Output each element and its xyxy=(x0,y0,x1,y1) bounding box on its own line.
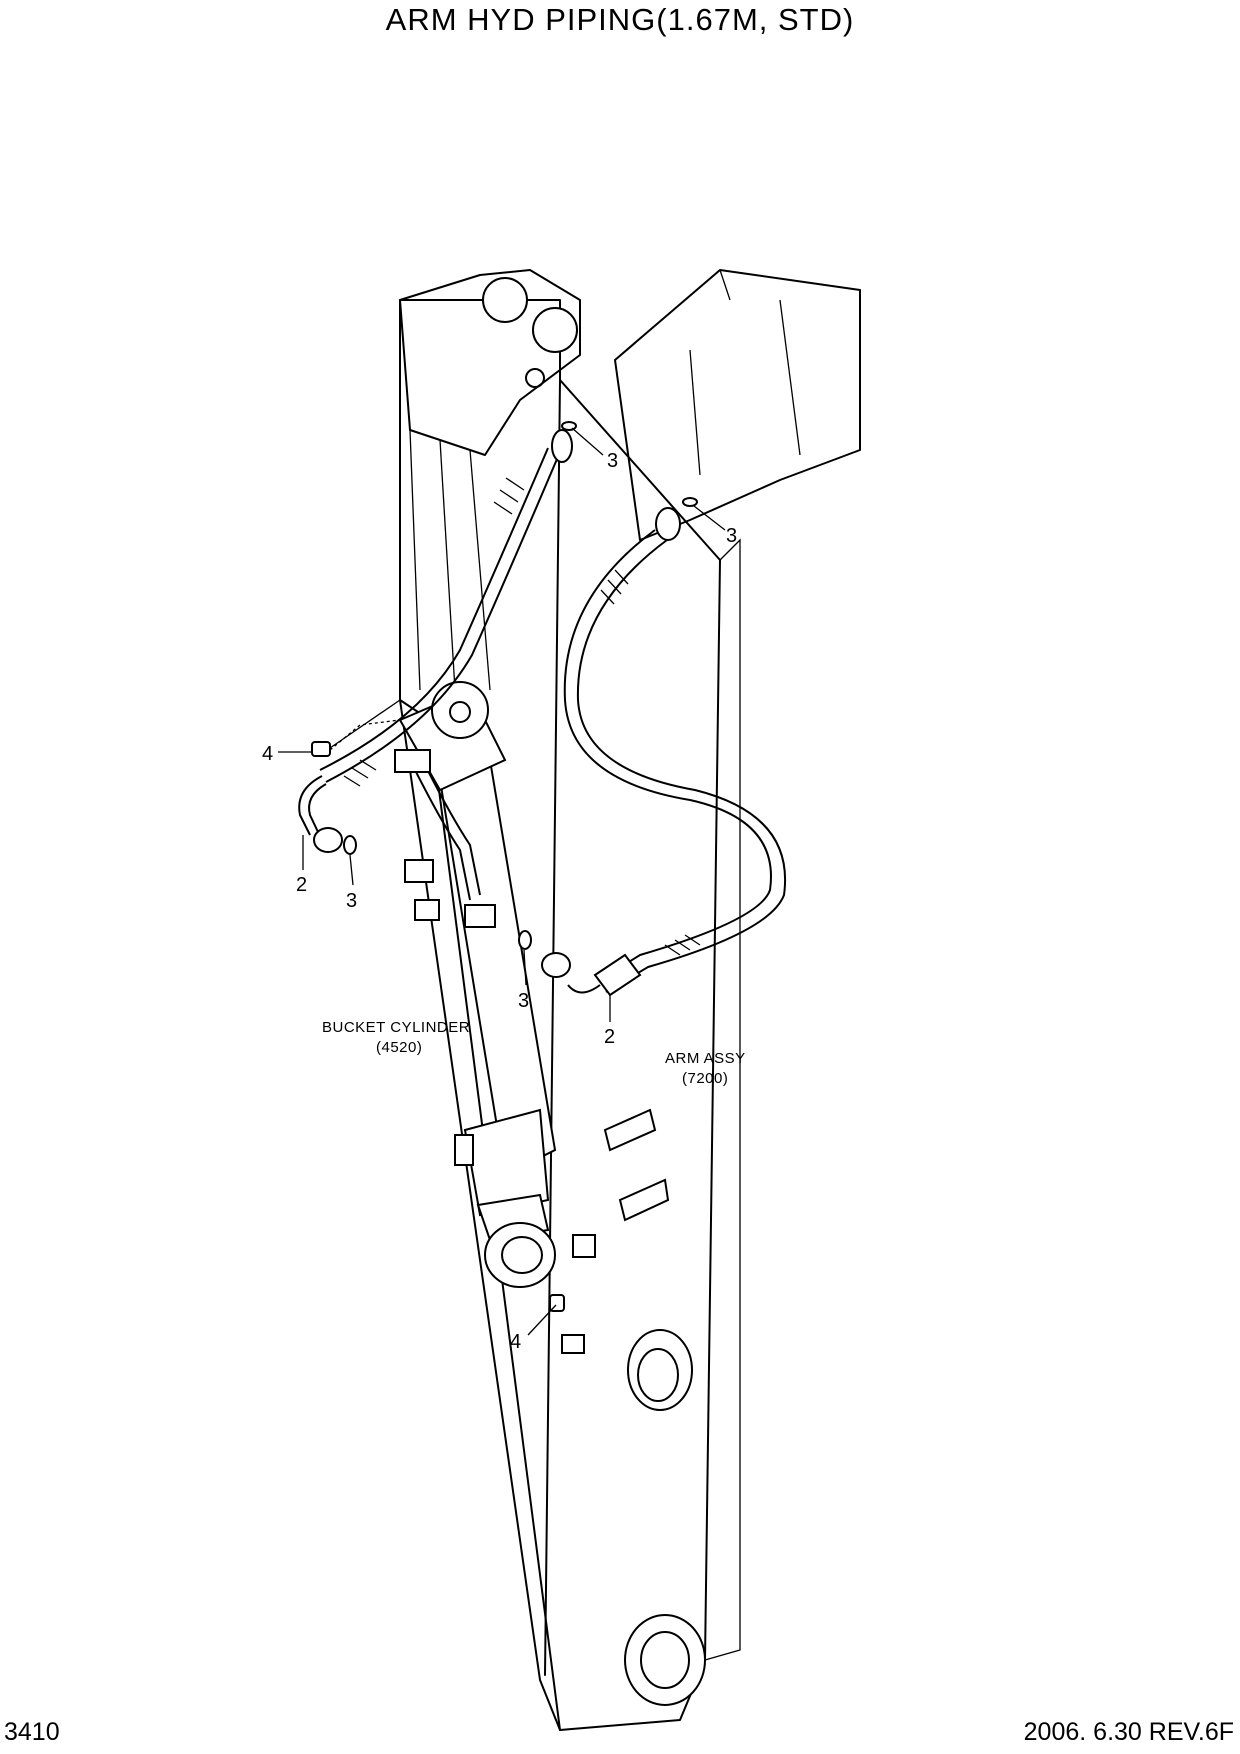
callout-3-right: 3 xyxy=(726,525,737,547)
arm-assy-body xyxy=(399,299,741,1731)
cylinder-lug xyxy=(454,1134,474,1166)
pipe-clamp xyxy=(414,899,440,921)
callout-leaders xyxy=(278,427,726,1336)
arm-bottom-pin-boss xyxy=(624,1614,706,1706)
hose-end-fitting xyxy=(541,952,571,978)
hose-clamp xyxy=(593,953,642,997)
hose-end-fitting xyxy=(313,827,343,853)
callout-3-left: 3 xyxy=(346,890,357,912)
bucket-cylinder-label: BUCKET CYLINDER xyxy=(322,1019,470,1036)
callout-4-lower: 4 xyxy=(510,1331,521,1353)
grease-nipple-upper xyxy=(311,699,401,757)
hose-clamp-bracket xyxy=(603,1108,657,1152)
arm-assy-code: (7200) xyxy=(682,1070,728,1087)
cylinder-rod-eye xyxy=(484,1222,556,1288)
arm-lug xyxy=(572,1234,596,1258)
pipe-flange-block xyxy=(394,749,431,773)
arm-top-bracket xyxy=(399,269,581,691)
arm-assy-label: ARM ASSY xyxy=(665,1050,746,1067)
page-number: 3410 xyxy=(4,1718,60,1746)
page-title: ARM HYD PIPING(1.67M, STD) xyxy=(385,2,855,37)
hose-end-fitting xyxy=(655,507,681,541)
arm-side-boss xyxy=(627,1329,693,1411)
revision-stamp: 2006. 6.30 REV.6F xyxy=(1023,1718,1234,1746)
callout-2-right: 2 xyxy=(604,1026,615,1048)
pipe-flange-block xyxy=(404,859,434,883)
hose-assembly-right xyxy=(541,507,787,997)
callout-3-mid: 3 xyxy=(518,990,529,1012)
hose-end-fitting xyxy=(551,429,573,463)
hose-clamp-bracket xyxy=(618,1178,670,1222)
boom-structure xyxy=(614,269,861,541)
callout-4-upper: 4 xyxy=(262,743,273,765)
callout-2-left: 2 xyxy=(296,874,307,896)
cylinder-steel-pipes xyxy=(394,749,496,928)
cylinder-head-pin xyxy=(431,681,489,739)
arm-lug xyxy=(561,1334,585,1354)
o-rings xyxy=(343,421,698,950)
callout-3-top: 3 xyxy=(607,450,618,472)
pipe-clamp xyxy=(464,904,496,928)
hose-assembly-left xyxy=(298,429,573,853)
bucket-cylinder-code: (4520) xyxy=(376,1039,422,1056)
